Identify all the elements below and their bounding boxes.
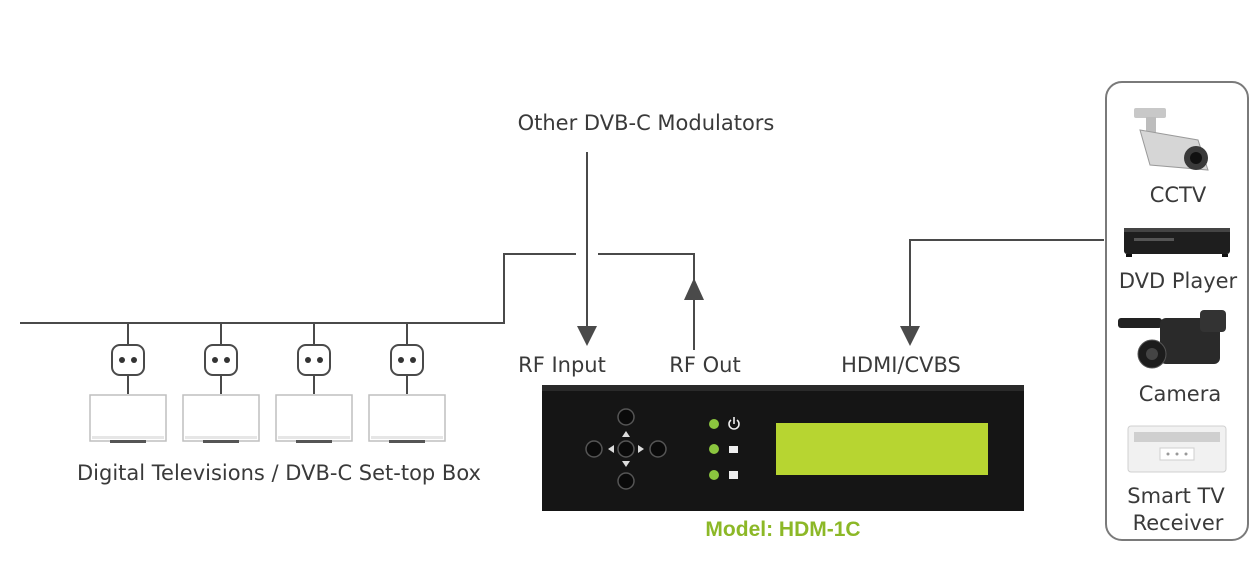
wall-outlet-icon (204, 344, 238, 376)
lock-icon (729, 446, 738, 453)
source-label-cctv: CCTV (1150, 183, 1207, 207)
source-label-dvd: DVD Player (1119, 269, 1238, 293)
hdm-1c-device (542, 385, 1024, 511)
source-label-receiver: Receiver (1133, 511, 1224, 535)
hdmi-cvbs-label: HDMI/CVBS (841, 353, 961, 377)
hdmi-line (909, 239, 1104, 330)
televisions-label: Digital Televisions / DVB-C Set-top Box (77, 461, 481, 485)
television-icon (89, 394, 167, 442)
hdmi-arrow-icon (900, 326, 920, 346)
source-label-camera: Camera (1139, 382, 1221, 406)
wall-outlet-icon (390, 344, 424, 376)
wall-outlet-icon (297, 344, 331, 376)
dvd-player-icon (1124, 228, 1230, 257)
tv-group-3 (275, 323, 353, 443)
power-led (709, 419, 719, 429)
cctv-camera-icon (1134, 108, 1209, 171)
power-icon (728, 417, 740, 430)
television-icon (368, 394, 446, 442)
television-icon (275, 394, 353, 442)
tv-group-2 (182, 323, 260, 443)
wall-outlet-icon (111, 344, 145, 376)
source-label-smart-tv: Smart TV (1127, 484, 1225, 508)
rf-input-arrow-icon (577, 326, 597, 346)
rf-input-label: RF Input (518, 353, 606, 377)
television-icon (182, 394, 260, 442)
coax-bus-line (20, 253, 576, 324)
tv-group-4 (368, 323, 446, 443)
model-label: Model: HDM-1C (705, 518, 860, 541)
rf-out-arrow-icon (684, 278, 704, 300)
signal-led (709, 470, 719, 480)
smart-tv-receiver-icon (1127, 425, 1227, 473)
input-icon (729, 471, 738, 479)
status-led (709, 444, 719, 454)
video-camera-icon (1118, 310, 1226, 369)
lcd-display (776, 423, 988, 475)
navigation-pad-icon (585, 408, 667, 490)
rf-out-line (598, 253, 695, 298)
tv-group-1 (89, 323, 167, 443)
rf-out-label: RF Out (669, 353, 740, 377)
other-modulators-label: Other DVB-C Modulators (518, 111, 775, 135)
